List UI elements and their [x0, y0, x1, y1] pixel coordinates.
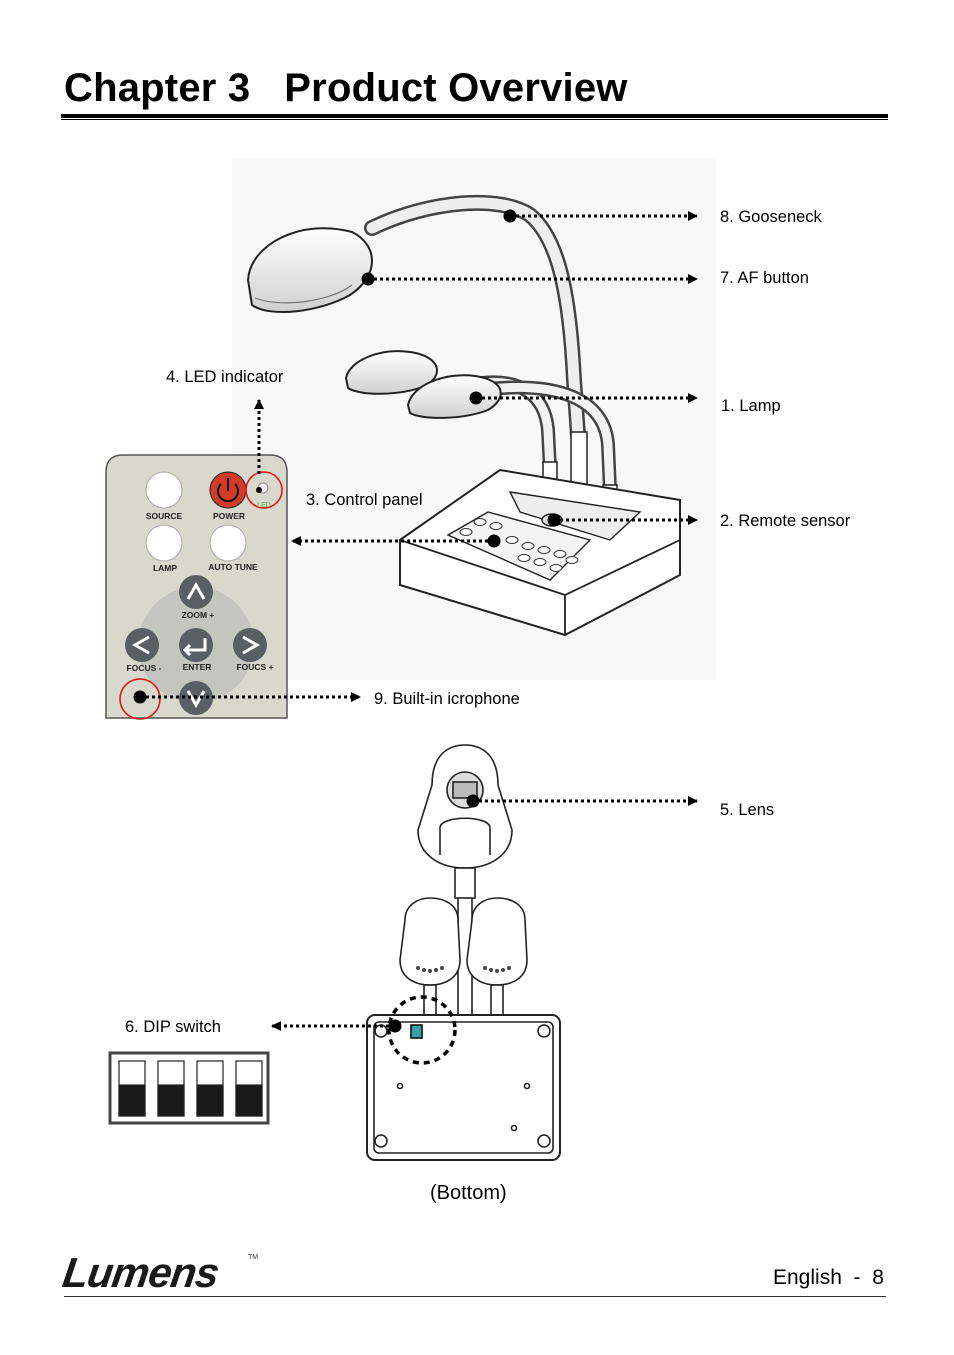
label-microphone: 9. Built-in icrophone — [374, 690, 520, 708]
logo-wordmark: Lumens — [60, 1249, 222, 1296]
callout-leaders — [140, 211, 698, 1031]
label-dip-switch: 6. DIP switch — [125, 1018, 221, 1036]
footer-page-number: English - 8 — [773, 1266, 884, 1289]
remote-auto-tune-label: AUTO TUNE — [208, 562, 258, 572]
dip-switch-inset — [108, 1051, 270, 1125]
remote-power-label: POWER — [213, 511, 245, 521]
logo-trademark: TM — [248, 1254, 258, 1261]
page-title: Chapter 3 Product Overview — [64, 66, 628, 111]
label-control-panel: 3. Control panel — [306, 491, 423, 509]
label-lamp: 1. Lamp — [721, 397, 781, 415]
title-rule-thin — [61, 119, 888, 120]
bottom-view-drawing — [366, 744, 561, 1161]
remote-zoom-label: ZOOM + — [182, 610, 215, 620]
bottom-view-caption: (Bottom) — [430, 1182, 507, 1204]
label-gooseneck: 8. Gooseneck — [720, 208, 822, 226]
title-rule-thick — [61, 114, 888, 118]
chapter-number: Chapter 3 — [64, 66, 251, 110]
label-af-button: 7. AF button — [720, 269, 809, 287]
remote-focus-plus-label: FOUCS + — [236, 662, 273, 672]
remote-control-drawing: SOURCE POWER LED LAMP AUTO TUNE ZOOM + F… — [105, 454, 288, 720]
callout-dots — [133, 209, 561, 1033]
remote-focus-minus-label: FOCUS - — [127, 663, 162, 673]
remote-lamp-label: LAMP — [153, 563, 177, 573]
remote-source-label: SOURCE — [146, 511, 183, 521]
remote-led-label: LED — [257, 502, 271, 509]
label-remote-sensor: 2. Remote sensor — [720, 512, 851, 530]
chapter-title: Product Overview — [284, 66, 628, 110]
lumens-logo: Lumens TM — [60, 1249, 258, 1296]
remote-enter-label: ENTER — [183, 662, 212, 672]
label-lens: 5. Lens — [720, 801, 775, 819]
footer-rule — [64, 1296, 886, 1297]
label-led-indicator: 4. LED indicator — [166, 368, 284, 386]
